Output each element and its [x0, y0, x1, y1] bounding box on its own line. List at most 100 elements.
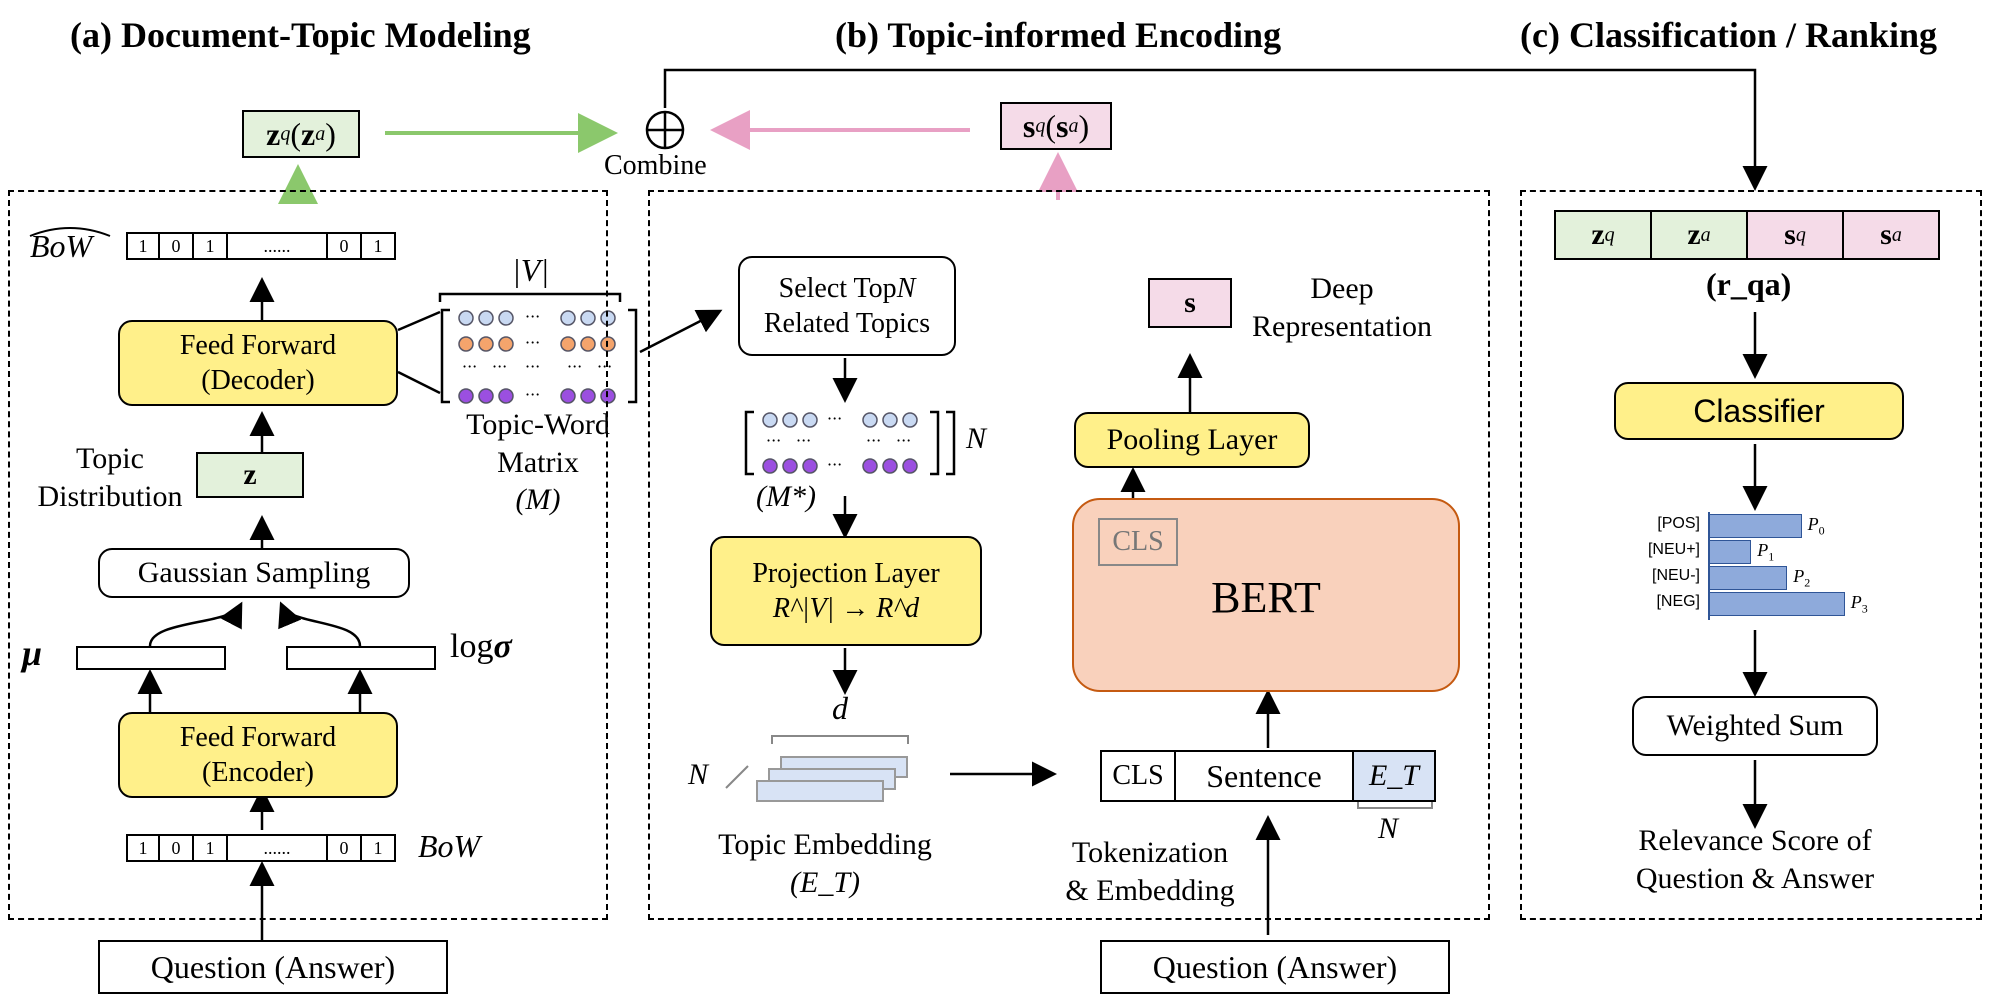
- bar-value-label: P0: [1807, 514, 1825, 538]
- bow-hat-label: BoW: [30, 228, 93, 264]
- decoder-block: Feed Forward(Decoder): [118, 320, 398, 406]
- matrix-dot-blue: [478, 310, 494, 326]
- bow-cell: 0: [328, 834, 362, 862]
- mstar-dot-purple: [862, 458, 878, 474]
- ellipsis-mark: ···: [896, 431, 911, 450]
- panel-c-title: (c) Classification / Ranking: [1520, 15, 1938, 55]
- mstar-dot-purple: [902, 458, 918, 474]
- n-topics-label: N: [966, 422, 987, 455]
- bar-value-label: P1: [1757, 540, 1775, 564]
- ellipsis-mark: ···: [462, 357, 477, 376]
- bow-cell: 1: [126, 834, 160, 862]
- bar-category-label: [NEU+]: [1647, 541, 1700, 558]
- mstar-dot-blue: [902, 412, 918, 428]
- mstar-dot-blue: [762, 412, 778, 428]
- mu-vector: [76, 646, 226, 670]
- bow-cell: ......: [228, 834, 328, 862]
- matrix-dot-orange: [580, 336, 596, 352]
- token-row: CLS Sentence E_T: [1100, 750, 1436, 802]
- mstar-dot-blue: [862, 412, 878, 428]
- bow-hat-cell: ......: [228, 232, 328, 260]
- mstar-dot-blue: [802, 412, 818, 428]
- panel-a-title: (a) Document-Topic Modeling: [70, 15, 531, 55]
- ellipsis-mark: ···: [525, 357, 540, 376]
- d-dimension-label: d: [832, 690, 848, 726]
- gaussian-sampling-block: Gaussian Sampling: [98, 548, 410, 598]
- z-box: z: [196, 452, 304, 498]
- mstar-dot-purple: [882, 458, 898, 474]
- sigma-vector: [286, 646, 436, 670]
- matrix-dot-blue: [560, 310, 576, 326]
- ellipsis-mark: ···: [866, 431, 881, 450]
- matrix-dot-orange: [560, 336, 576, 352]
- bow-cell: 1: [194, 834, 228, 862]
- weighted-sum-block: Weighted Sum: [1632, 696, 1878, 756]
- n-stack-label: N: [688, 758, 709, 791]
- mstar-dot-blue: [882, 412, 898, 428]
- bar-chart-axis: [1708, 512, 1710, 620]
- bow-hat-cell: 0: [328, 232, 362, 260]
- m-star-dots: ··················: [762, 409, 918, 474]
- panel-b-frame: [648, 190, 1490, 920]
- panel-c-frame: [1520, 190, 1982, 920]
- bar-category-label: [POS]: [1657, 515, 1700, 532]
- bow-hat-cell: 0: [160, 232, 194, 260]
- ellipsis-mark: ···: [597, 357, 612, 376]
- matrix-dot-orange: [478, 336, 494, 352]
- panel-a-frame: [8, 190, 608, 920]
- probability-bar-chart: [POS]P0[NEU+]P1[NEU-]P2[NEG]P3: [1600, 512, 1920, 624]
- matrix-dot-blue: [498, 310, 514, 326]
- matrix-dot-orange: [498, 336, 514, 352]
- token-cls: CLS: [1100, 750, 1176, 802]
- tokenization-label: Tokenization& Embedding: [1065, 836, 1235, 907]
- bar-value-label: P2: [1793, 566, 1811, 590]
- bow-label: BoW: [418, 828, 481, 864]
- matrix-dot-purple: [560, 388, 576, 404]
- matrix-dot-purple: [498, 388, 514, 404]
- mstar-dot-purple: [762, 458, 778, 474]
- classifier-block: Classifier: [1614, 382, 1904, 440]
- bow-cell: 1: [362, 834, 396, 862]
- bow-hat-cell: 1: [362, 232, 396, 260]
- bar-value-label: P3: [1850, 592, 1868, 616]
- ellipsis-mark: ···: [766, 431, 781, 450]
- panel-b-title: (b) Topic-informed Encoding: [835, 15, 1282, 55]
- ellipsis-mark: ···: [525, 307, 540, 326]
- matrix-dot-purple: [478, 388, 494, 404]
- probability-bar: [1708, 566, 1788, 590]
- matrix-dot-blue: [600, 310, 616, 326]
- token-n-label: N: [1378, 812, 1399, 845]
- ellipsis-mark: ···: [827, 409, 842, 428]
- bert-block: BERT: [1072, 498, 1460, 692]
- ellipsis-mark: ···: [567, 357, 582, 376]
- token-topic-embedding: E_T: [1352, 750, 1436, 802]
- question-answer-input-b: Question (Answer): [1100, 940, 1450, 994]
- mu-label: μ: [22, 633, 43, 673]
- bow-cell: 0: [160, 834, 194, 862]
- bar-category-label: [NEU-]: [1652, 567, 1700, 584]
- s-box: s: [1148, 278, 1232, 328]
- rqa-label: (r_qa): [1706, 266, 1792, 302]
- topic-word-matrix-dots: ························: [458, 307, 616, 404]
- combine-label: Combine: [604, 150, 707, 181]
- bow-hat-cell: 1: [126, 232, 160, 260]
- ellipsis-mark: ···: [492, 357, 507, 376]
- mstar-dot-blue: [782, 412, 798, 428]
- mstar-dot-purple: [802, 458, 818, 474]
- ellipsis-mark: ···: [796, 431, 811, 450]
- question-answer-input-a: Question (Answer): [98, 940, 448, 994]
- topic-embedding-label: Topic Embedding(E_T): [718, 828, 932, 899]
